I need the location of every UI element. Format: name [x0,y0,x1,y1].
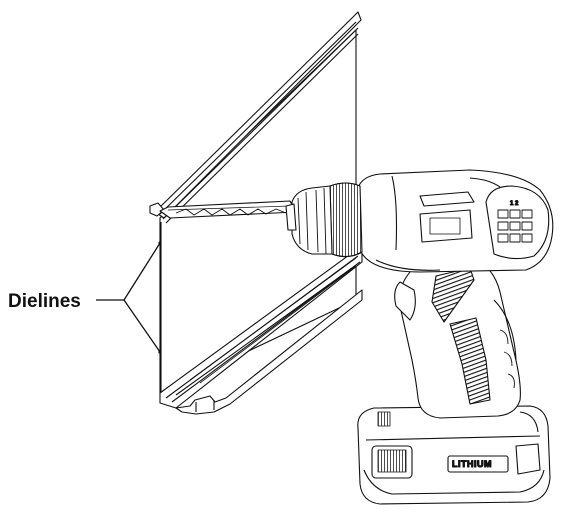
callout-leader-lower [123,299,161,353]
drill-handle [394,254,521,419]
dieline-callout: Dielines [8,241,162,354]
clutch-ring [329,182,363,258]
callout-leader-upper [123,242,161,301]
battery-brand-text: LITHIUM [452,459,492,469]
drill-chuck [285,185,333,255]
battery-label-plate [447,455,509,473]
speed-indicator-text: 1 2 [510,201,519,207]
speed-selector [419,209,473,243]
drill-body: 1 2 [357,169,554,273]
drill: LITHIUM [159,169,554,505]
callout-point-lower [158,350,162,354]
vent-grid [497,209,533,243]
dielines-label: Dielines [8,291,81,312]
trigger [394,281,416,321]
battery-pack: LITHIUM [357,405,551,505]
callout-point-upper [158,241,162,245]
handle-grip-lower [449,317,491,405]
top-rail [149,11,362,224]
